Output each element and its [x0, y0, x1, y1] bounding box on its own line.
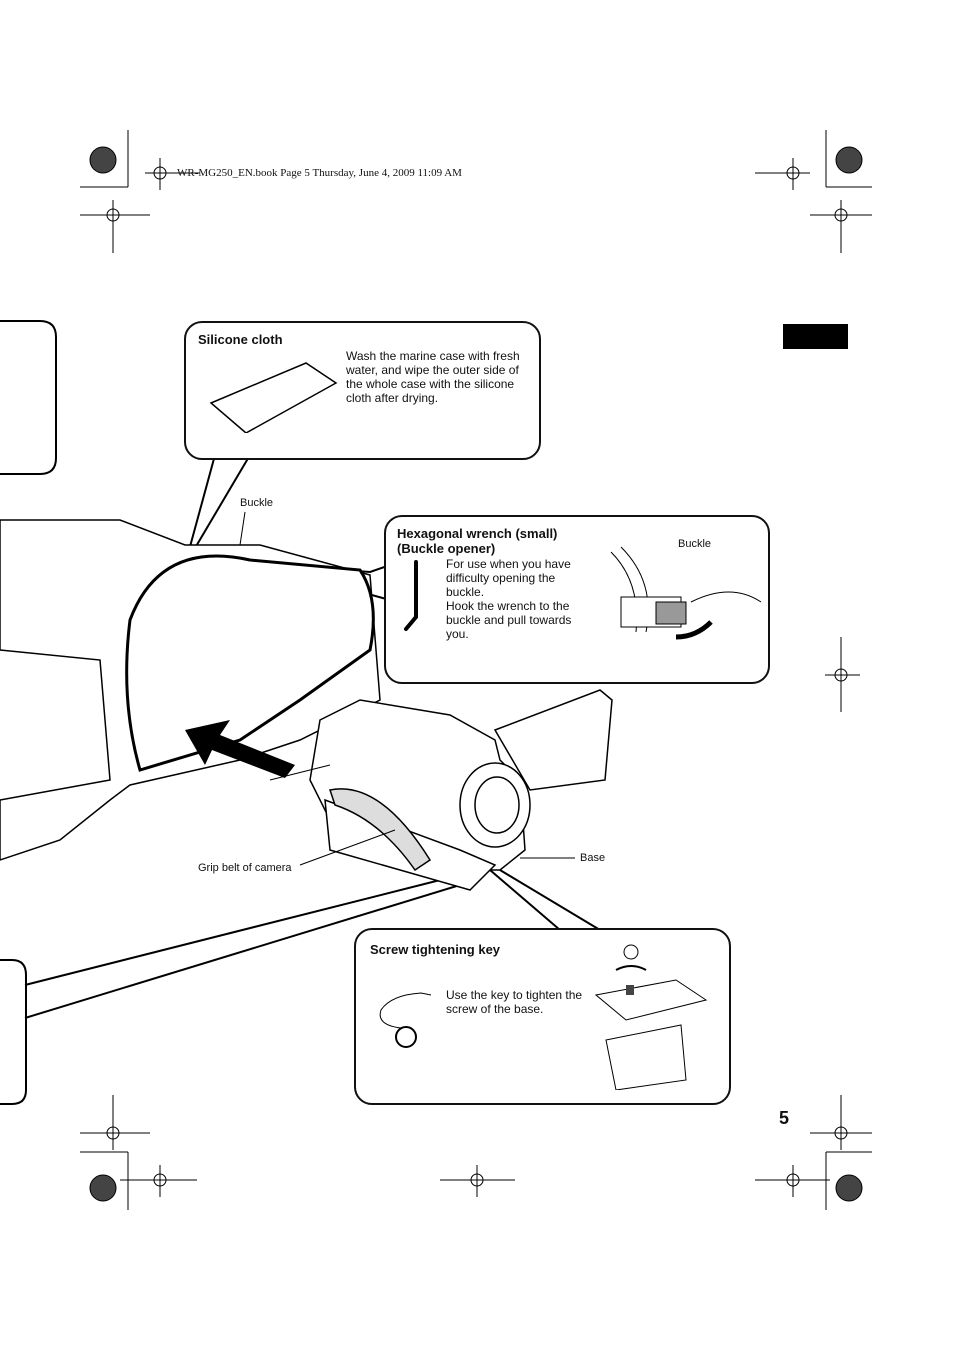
hex-wrench-description-2: Hook the wrench to the buckle and pull t… — [446, 599, 572, 641]
registration-mark-icon — [440, 1165, 515, 1197]
buckle-label-detail: Buckle — [678, 538, 712, 550]
registration-mark-icon — [145, 158, 200, 190]
registration-mark-icon — [825, 637, 860, 712]
registration-mark-icon — [755, 1165, 830, 1197]
color-target-icon — [835, 146, 863, 174]
buckle-opening-illustration — [610, 546, 761, 640]
grip-belt-label: Grip belt of camera — [198, 862, 292, 874]
registration-mark-icon — [80, 1095, 150, 1150]
base-label: Base — [580, 852, 606, 864]
marine-case-illustration — [0, 519, 381, 861]
color-target-icon — [89, 1174, 117, 1202]
hex-wrench-title: Hexagonal wrench (small) — [397, 526, 558, 541]
registration-mark-icon — [810, 200, 872, 253]
registration-mark-icon — [80, 200, 150, 253]
hex-wrench-callout: Hexagonal wrench (small) (Buckle opener)… — [384, 515, 770, 684]
registration-mark-icon — [810, 1095, 872, 1150]
registration-mark-icon — [120, 1165, 197, 1197]
hex-wrench-subtitle: (Buckle opener) — [397, 541, 496, 556]
registration-mark-icon — [755, 158, 810, 190]
language-tab — [783, 324, 848, 349]
color-target-icon — [89, 146, 117, 174]
insert-arrow-icon — [185, 720, 295, 778]
camcorder-illustration — [309, 689, 613, 891]
silicone-cloth-callout: Silicone cloth Wash the marine case with… — [184, 321, 541, 460]
buckle-label: Buckle — [240, 497, 274, 509]
color-target-icon — [835, 1174, 863, 1202]
screw-key-description: Use the key to tighten the screw of the … — [446, 988, 583, 1016]
screw-key-callout: Screw tightening key Use the key to tigh… — [354, 928, 731, 1105]
screw-key-title: Screw tightening key — [370, 942, 501, 957]
hex-wrench-icon — [404, 560, 418, 631]
base-attach-illustration — [594, 944, 708, 1090]
silicone-cloth-description: Wash the marine case with fresh water, a… — [346, 349, 520, 405]
silicone-cloth-icon — [209, 362, 338, 433]
screw-key-icon — [379, 992, 432, 1048]
hex-wrench-description-1: For use when you have difficulty opening… — [446, 557, 571, 599]
print-header: WR-MG250_EN.book Page 5 Thursday, June 4… — [177, 167, 462, 179]
page-number: 5 — [779, 1108, 790, 1128]
silicone-cloth-title: Silicone cloth — [198, 332, 283, 347]
